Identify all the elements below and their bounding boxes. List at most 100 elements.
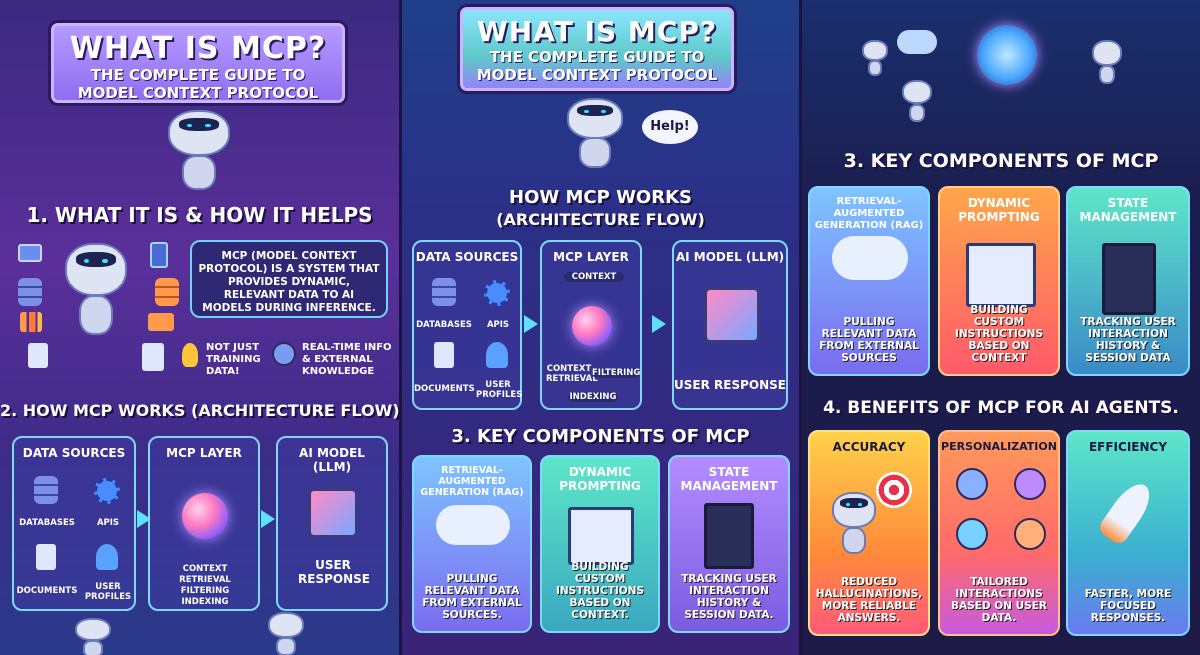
browser-window-icon <box>18 244 42 262</box>
label-indexing: INDEXING <box>568 392 618 402</box>
document-icon <box>142 343 164 371</box>
label-databases: DATABASES <box>416 320 472 330</box>
label-apis: APIS <box>96 518 120 528</box>
label-user-profiles: USER PROFILES <box>84 582 132 602</box>
card-title: PERSONALIZATION <box>941 440 1057 453</box>
card-title: MCP LAYER <box>166 446 242 460</box>
rocket-icon <box>1096 477 1158 547</box>
robot-icon <box>862 40 888 76</box>
card-title: DYNAMIC PROMPTING <box>958 196 1040 224</box>
card-title: RETRIEVAL-AUGMENTED GENERATION (RAG) <box>420 465 524 498</box>
user-avatar-icon <box>956 518 988 550</box>
memory-card-icon <box>704 503 754 569</box>
mcp-layer-card: MCP LAYER CONTEXT RETRIEVAL FILTERING IN… <box>148 436 260 611</box>
state-management-card: STATE MANAGEMENT TRACKING USER INTERACTI… <box>668 455 790 633</box>
robot-icon <box>65 243 127 335</box>
section-4-heading: 4. BENEFITS OF MCP FOR AI AGENTS. <box>823 398 1179 418</box>
section-3-heading: 3. KEY COMPONENTS OF MCP <box>843 150 1159 172</box>
hologram-globe-icon <box>977 25 1037 85</box>
ai-model-card: AI MODEL (LLM) USER RESPONSE <box>276 436 388 611</box>
card-title: STATE MANAGEMENT <box>1079 196 1177 224</box>
card-title: DATA SOURCES <box>415 250 519 264</box>
user-profile-icon <box>96 544 118 570</box>
label-databases: DATABASES <box>19 518 75 528</box>
section-1-heading: 1. WHAT IT IS & HOW IT HELPS <box>26 203 373 227</box>
lightbulb-icon <box>182 343 198 367</box>
cloud-robot-books-icon <box>436 505 510 545</box>
card-description: TRACKING USER INTERACTION HISTORY & SESS… <box>681 573 777 621</box>
user-avatar-icon <box>1014 518 1046 550</box>
database-icon <box>34 476 58 504</box>
robot-icon <box>268 612 304 655</box>
card-title: MCP LAYER <box>553 250 629 264</box>
rag-card: RETRIEVAL-AUGMENTED GENERATION (RAG) PUL… <box>412 455 532 633</box>
data-sources-card: DATA SOURCES DATABASES APIS DOCUMENTS US… <box>412 240 522 410</box>
card-title: RETRIEVAL-AUGMENTED GENERATION (RAG) <box>814 196 924 231</box>
rag-card: RETRIEVAL-AUGMENTED GENERATION (RAG) PUL… <box>808 186 930 376</box>
target-icon <box>876 472 912 508</box>
card-description: TRACKING USER INTERACTION HISTORY & SESS… <box>1080 316 1176 364</box>
robot-icon <box>75 618 111 655</box>
bar-chart-icon <box>20 312 42 332</box>
document-icon <box>36 544 56 570</box>
card-description: FASTER, MORE FOCUSED RESPONSES. <box>1084 588 1172 624</box>
brain-chip-icon <box>308 488 358 538</box>
efficiency-card: EFFICIENCY FASTER, MORE FOCUSED RESPONSE… <box>1066 430 1190 636</box>
card-title: ACCURACY <box>832 440 906 454</box>
robot-icon <box>832 492 876 554</box>
globe-gear-icon <box>94 478 120 504</box>
label-user-profiles: USER PROFILES <box>476 380 523 400</box>
ai-model-card: AI MODEL (LLM) USER RESPONSE <box>672 240 788 410</box>
label-context-retrieval: CONTEXT RETRIEVAL <box>546 364 598 384</box>
help-speech-bubble: Help! <box>642 110 698 144</box>
document-icon <box>28 343 48 368</box>
slider-window-icon <box>966 243 1036 307</box>
data-sources-card: DATA SOURCES DATABASES APIS DOCUMENTS US… <box>12 436 136 611</box>
user-avatar-icon <box>1014 468 1046 500</box>
title-banner: WHAT IS MCP? THE COMPLETE GUIDE TO MODEL… <box>457 4 737 94</box>
dynamic-prompting-card: DYNAMIC PROMPTING BUILDING CUSTOM INSTRU… <box>540 455 660 633</box>
user-profile-icon <box>486 342 508 368</box>
memory-card-icon <box>1102 243 1156 315</box>
accuracy-card: ACCURACY REDUCED HALLUCINATIONS, MORE RE… <box>808 430 930 636</box>
mcp-layer-card: MCP LAYER CONTEXT CONTEXT RETRIEVAL FILT… <box>540 240 642 410</box>
card-title: DYNAMIC PROMPTING <box>559 465 641 493</box>
robot-icon <box>902 80 932 122</box>
label-documents: DOCUMENTS <box>16 586 78 596</box>
dynamic-prompting-card: DYNAMIC PROMPTING BUILDING CUSTOM INSTRU… <box>938 186 1060 376</box>
label-filtering: FILTERING <box>592 368 641 378</box>
database-icon <box>18 278 42 306</box>
user-response-label: USER RESPONSE <box>298 558 370 586</box>
label-apis: APIS <box>486 320 510 330</box>
subtitle-line-2: MODEL CONTEXT PROTOCOL <box>476 66 718 84</box>
subtitle-line-1: THE COMPLETE GUIDE TO <box>90 66 306 84</box>
title: WHAT IS MCP? <box>69 31 327 66</box>
robot-mascot-icon <box>168 110 230 190</box>
card-title: DATA SOURCES <box>22 446 126 460</box>
tablet-icon <box>150 242 168 268</box>
card-description: PULLING RELEVANT DATA FROM EXTERNAL SOUR… <box>422 573 522 621</box>
cloud-robot-books-icon <box>832 236 908 280</box>
card-title: AI MODEL (LLM) <box>299 446 365 474</box>
slider-window-icon <box>568 507 634 565</box>
database-orange-icon <box>155 278 179 306</box>
arrow-right-icon <box>652 315 666 333</box>
cloud-icon <box>897 30 937 54</box>
clock-icon <box>272 342 296 366</box>
brain-chip-icon <box>704 287 760 343</box>
card-description: TAILORED INTERACTIONS BASED ON USER DATA… <box>951 576 1047 624</box>
card-title: EFFICIENCY <box>1088 440 1168 454</box>
robot-mascot-icon <box>567 98 623 168</box>
title-banner: WHAT IS MCP? THE COMPLETE GUIDE TO MODEL… <box>48 20 348 106</box>
folder-icon <box>148 313 174 331</box>
database-icon <box>432 278 456 306</box>
card-title: STATE MANAGEMENT <box>680 465 778 493</box>
mcp-layer-functions: CONTEXT RETRIEVAL FILTERING INDEXING <box>179 564 231 607</box>
globe-gear-icon <box>484 280 510 306</box>
section-subheading: (ARCHITECTURE FLOW) <box>496 210 705 229</box>
card-description: PULLING RELEVANT DATA FROM EXTERNAL SOUR… <box>819 316 919 364</box>
section-2-heading: 2. HOW MCP WORKS (ARCHITECTURE FLOW) <box>0 401 399 420</box>
user-avatar-icon <box>956 468 988 500</box>
section-heading: HOW MCP WORKS <box>509 187 692 208</box>
arrow-right-icon <box>261 510 275 528</box>
